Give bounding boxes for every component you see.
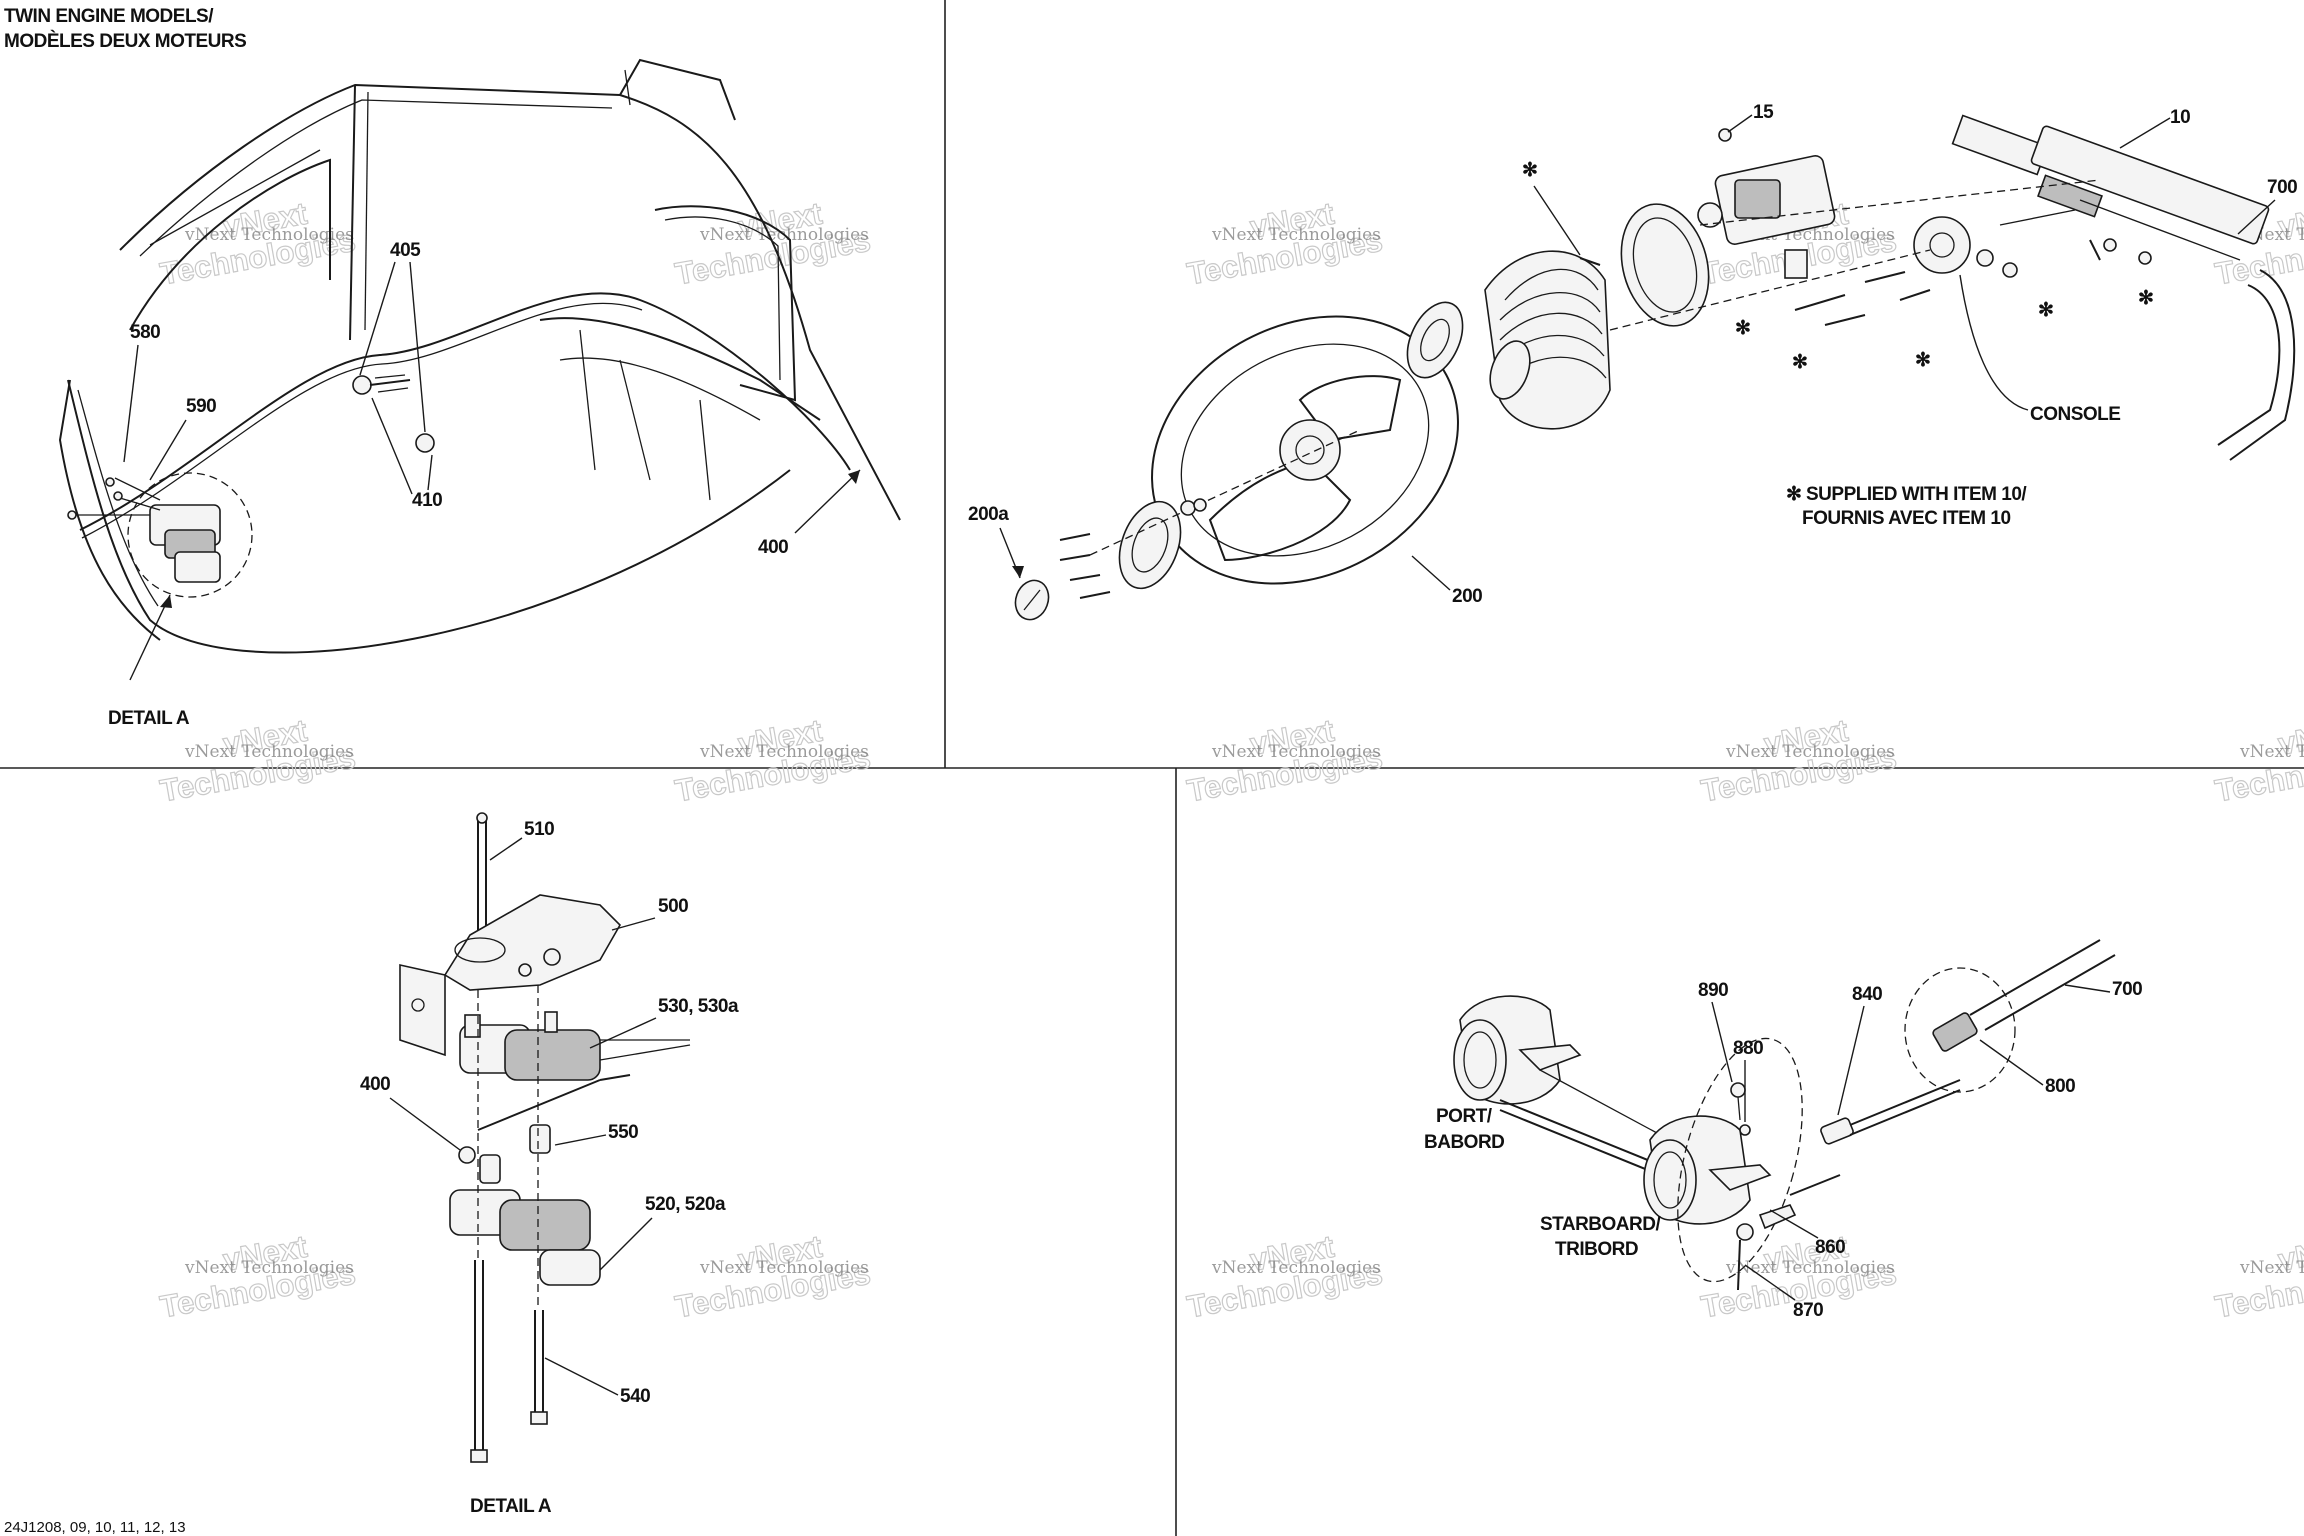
note-line-2: FOURNIS AVEC ITEM 10 xyxy=(1802,508,2011,529)
watermark: Technologies vNext vNext Technologies xyxy=(2212,712,2304,809)
port-label-line-1: PORT/ xyxy=(1436,1106,1493,1127)
console-label: CONSOLE xyxy=(2030,404,2120,425)
callout-870: 870 xyxy=(1793,1300,1823,1321)
callout-10: 10 xyxy=(2170,107,2190,128)
port-control-head xyxy=(1453,995,1582,1105)
svg-text:vNext Technologies: vNext Technologies xyxy=(184,1258,354,1278)
callout-700: 700 xyxy=(2267,177,2297,198)
cable-fasteners xyxy=(352,374,435,453)
caption-detail-a: DETAIL A xyxy=(470,1496,552,1517)
svg-text:vNext Technologies: vNext Technologies xyxy=(2239,1258,2304,1278)
bezel xyxy=(1620,203,1710,327)
note-symbol: ✻ xyxy=(1786,484,1801,505)
svg-text:vNext Technologies: vNext Technologies xyxy=(1725,742,1895,762)
callout-890: 890 xyxy=(1698,980,1728,1001)
callout-405: 405 xyxy=(390,240,421,261)
callout-880: 880 xyxy=(1733,1038,1763,1059)
callout-860: 860 xyxy=(1815,1237,1845,1258)
starboard-control-head xyxy=(1643,1115,1772,1225)
callout-800: 800 xyxy=(2045,1076,2075,1097)
steering-cable xyxy=(2229,269,2296,461)
watermark: Technologies vNext vNext Technologies xyxy=(1184,195,1386,292)
supplied-star: ✻ xyxy=(2138,288,2153,309)
bracket-500 xyxy=(399,894,621,1057)
port-label-line-2: BABORD xyxy=(1424,1132,1504,1153)
throttle-sensor-520 xyxy=(449,1189,601,1286)
watermark: Technologies vNext vNext Technologies xyxy=(1698,712,1900,809)
svg-text:vNext Technologies: vNext Technologies xyxy=(2239,742,2304,762)
panel-top-right: ✻ ✻ ✻ ✻ ✻ ✻ 15 10 700 200a 200 CONSOLE ✻… xyxy=(968,102,2298,621)
watermark: Technologies vNext vNext Technologies xyxy=(2212,1228,2304,1325)
watermark: Technologies vNext vNext Technologies xyxy=(1184,712,1386,809)
title-line-2: MODÈLES DEUX MOTEURS xyxy=(4,30,246,52)
svg-text:vNext Technologies: vNext Technologies xyxy=(1211,1258,1381,1278)
panel-bottom-left: 510 500 530, 530a 400 550 520, 520a 540 … xyxy=(4,812,739,1536)
callout-840: 840 xyxy=(1852,984,1882,1005)
callout-500: 500 xyxy=(658,896,688,917)
panel-bottom-right: 890 880 840 700 800 860 870 PORT/ BABORD… xyxy=(1424,939,2143,1321)
callout-540: 540 xyxy=(620,1386,650,1407)
callout-590: 590 xyxy=(186,396,216,417)
callout-520-520a: 520, 520a xyxy=(645,1194,726,1215)
callout-410: 410 xyxy=(412,490,442,511)
detail-a-circle xyxy=(127,472,253,598)
watermark: Technologies vNext vNext Technologies xyxy=(1184,1228,1386,1325)
panel-top-left: TWIN ENGINE MODELS/ MODÈLES DEUX MOTEURS xyxy=(4,6,901,729)
callout-700: 700 xyxy=(2112,979,2142,1000)
supplied-star: ✻ xyxy=(1735,318,1750,339)
steering-helm xyxy=(1951,114,2270,265)
callout-530-530a: 530, 530a xyxy=(658,996,739,1017)
drawing-reference: 24J1208, 09, 10, 11, 12, 13 xyxy=(4,1519,186,1536)
svg-text:vNext Technologies: vNext Technologies xyxy=(699,742,869,762)
tilt-mechanism xyxy=(1697,128,1836,279)
title-line-1: TWIN ENGINE MODELS/ xyxy=(4,6,214,27)
supplied-star: ✻ xyxy=(1915,350,1930,371)
detail-a-parts xyxy=(67,477,221,583)
callout-510: 510 xyxy=(524,819,554,840)
svg-text:vNext Technologies: vNext Technologies xyxy=(1725,1258,1895,1278)
throttle-sensor-530 xyxy=(459,1011,691,1081)
callout-15: 15 xyxy=(1753,102,1774,123)
callout-400: 400 xyxy=(758,537,788,558)
caption-detail-a: DETAIL A xyxy=(108,708,190,729)
svg-text:vNext Technologies: vNext Technologies xyxy=(184,225,354,245)
supplied-star: ✻ xyxy=(2038,300,2053,321)
cable-clip-400 xyxy=(458,1074,631,1164)
screw-510 xyxy=(476,812,488,935)
watermark: Technologies vNext vNext Technologies xyxy=(672,1228,874,1325)
callout-580: 580 xyxy=(130,322,160,343)
svg-text:vNext Technologies: vNext Technologies xyxy=(184,742,354,762)
svg-text:vNext Technologies: vNext Technologies xyxy=(1211,225,1381,245)
console-plate xyxy=(1913,216,2018,278)
boat-console-illustration xyxy=(58,58,901,654)
callout-200: 200 xyxy=(1452,586,1482,607)
callout-550: 550 xyxy=(608,1122,638,1143)
bushings-550 xyxy=(479,1124,551,1184)
throttle-cable xyxy=(79,292,851,531)
svg-text:vNext Technologies: vNext Technologies xyxy=(699,1258,869,1278)
hub-bolts xyxy=(1059,498,1207,599)
watermark: Technologies vNext vNext Technologies xyxy=(157,195,359,292)
watermark: Technologies vNext vNext Technologies xyxy=(672,712,874,809)
watermarks: Technologies vNext vNext Technologies Te… xyxy=(157,195,2304,1325)
detail-ellipse xyxy=(1677,1037,1803,1283)
callout-200a: 200a xyxy=(968,504,1009,525)
ribbed-boot xyxy=(1484,250,1611,430)
hub-cover xyxy=(1406,301,1464,379)
svg-text:vNext Technologies: vNext Technologies xyxy=(1211,742,1381,762)
supplied-star: ✻ xyxy=(1792,352,1807,373)
cable-fitting-800 xyxy=(1904,939,2116,1093)
starboard-label-line-2: TRIBORD xyxy=(1555,1239,1638,1260)
watermark: Technologies vNext vNext Technologies xyxy=(157,1228,359,1325)
supplied-star: ✻ xyxy=(1522,160,1537,181)
callout-400: 400 xyxy=(360,1074,390,1095)
cable-840 xyxy=(1789,1079,1961,1196)
screws-540 xyxy=(470,1260,548,1463)
starboard-label-line-1: STARBOARD/ xyxy=(1540,1214,1661,1235)
hub-adapter xyxy=(1089,429,1361,590)
note-line-1: SUPPLIED WITH ITEM 10/ xyxy=(1806,484,2027,505)
